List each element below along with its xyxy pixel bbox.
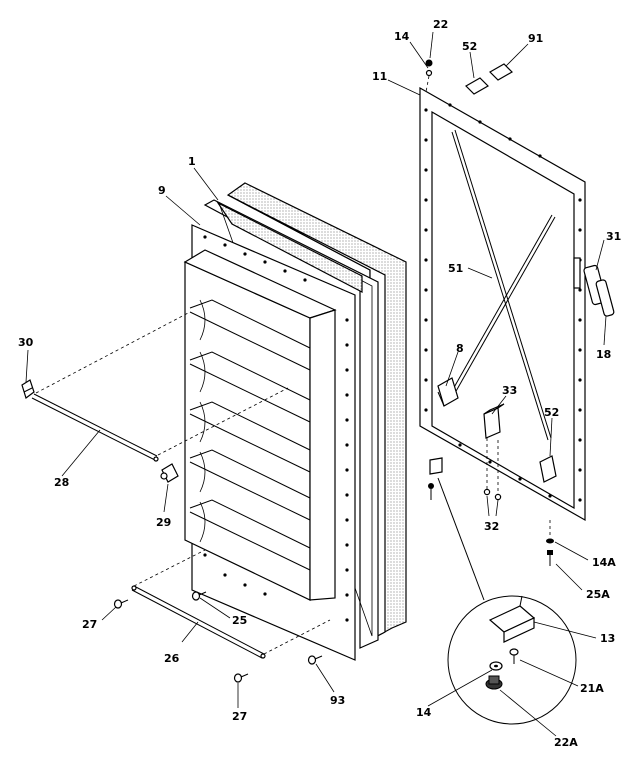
label-25A: 25A (586, 588, 610, 601)
shelf-rod-28 (31, 393, 159, 462)
hinge-bottom-left (428, 457, 443, 500)
top-hinge-hardware (425, 59, 513, 95)
hinge-bracket-13 (488, 595, 536, 643)
hinge-detail-circle (437, 477, 577, 725)
screw-25A (546, 520, 554, 566)
label-27-upper: 27 (82, 618, 97, 631)
screw-25-lower (191, 591, 207, 601)
shelf-rod-26 (131, 585, 266, 659)
label-18: 18 (596, 348, 611, 361)
door-brace-rods (447, 129, 556, 441)
label-27-lower: 27 (232, 710, 247, 723)
label-91: 91 (528, 32, 543, 45)
label-13: 13 (600, 632, 615, 645)
washer-14 (489, 661, 503, 671)
clip-30 (21, 379, 35, 399)
label-22: 22 (433, 18, 448, 31)
label-29: 29 (156, 516, 171, 529)
label-33: 33 (502, 384, 517, 397)
screw-93 (307, 655, 323, 665)
label-26: 26 (164, 652, 180, 665)
label-14-top: 14 (394, 30, 410, 43)
liner-screw-holes (203, 235, 349, 622)
label-31: 31 (606, 230, 621, 243)
label-8: 8 (456, 342, 464, 355)
label-28: 28 (54, 476, 69, 489)
label-11: 11 (372, 70, 387, 83)
screws-32 (483, 438, 502, 501)
clip-29 (160, 463, 179, 483)
label-52-lower: 52 (544, 406, 559, 419)
bracket-8 (437, 377, 459, 407)
label-32: 32 (484, 520, 499, 533)
bracket-52-lower (539, 455, 557, 483)
bushing-22A (485, 675, 503, 690)
label-21A: 21A (580, 682, 604, 695)
bracket-33 (483, 403, 505, 439)
label-14-detail: 14 (416, 706, 432, 719)
label-25: 25 (232, 614, 247, 627)
label-52-top: 52 (462, 40, 477, 53)
label-93: 93 (330, 694, 345, 707)
screw-27-upper (113, 599, 129, 609)
label-30: 30 (18, 336, 34, 349)
handle-31 (573, 257, 615, 317)
label-22A: 22A (554, 736, 578, 749)
screw-27-lower (233, 673, 249, 683)
door-outer-panel (419, 86, 615, 522)
pin-21A (509, 648, 519, 664)
part-labels: 22 14 52 91 11 1 9 31 51 8 18 33 52 30 2… (18, 18, 621, 749)
leader-lines (25, 31, 607, 737)
door-shelves (189, 299, 311, 571)
door-liner (183, 224, 356, 661)
label-9: 9 (158, 184, 166, 197)
label-1: 1 (188, 155, 196, 168)
label-14A: 14A (592, 556, 616, 569)
label-51: 51 (448, 262, 463, 275)
door-gasket (203, 199, 379, 649)
